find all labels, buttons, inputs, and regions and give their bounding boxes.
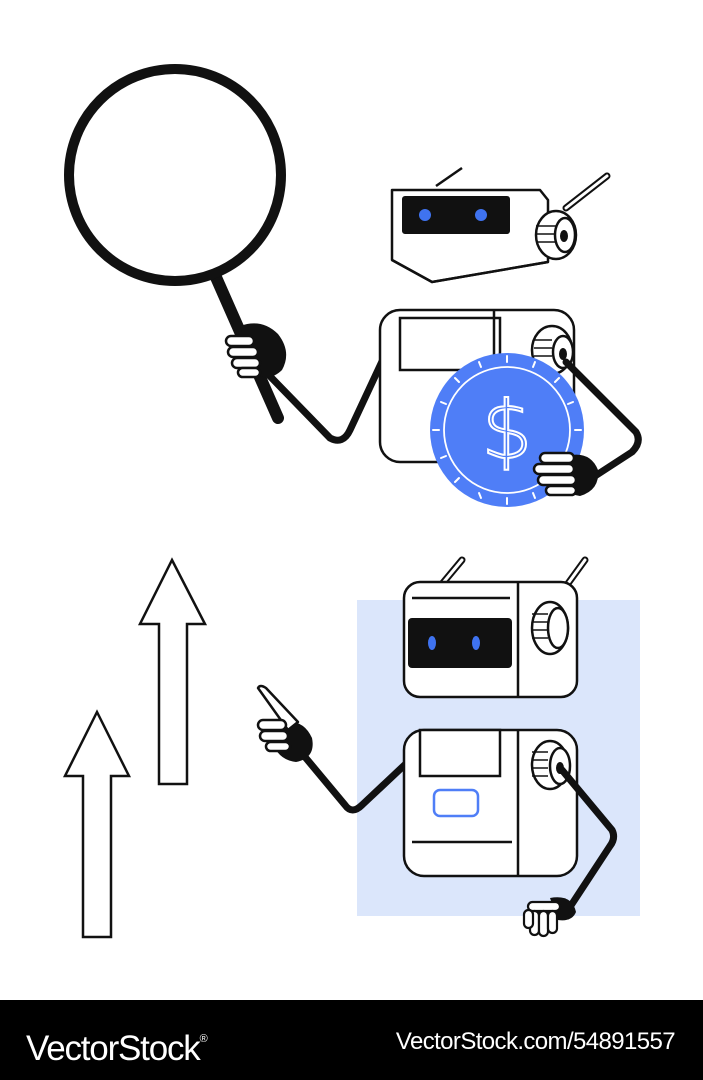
brand-name: VectorStock [26, 1029, 201, 1068]
coin-dollar-symbol: $ [482, 384, 533, 477]
brand-logo[interactable]: VectorStock® [26, 1019, 208, 1069]
robot1-right-hand [532, 451, 599, 497]
robot2-right-arm [558, 766, 618, 914]
up-arrow-icon [62, 709, 132, 939]
brand-registered-mark: ® [199, 1033, 208, 1045]
robot1-eye-left [419, 209, 431, 221]
top-scene: $ [64, 64, 642, 507]
robot2-pointing-hand [256, 684, 313, 762]
robot2-eye-left [428, 636, 436, 650]
bottom-scene [62, 556, 640, 939]
robot2-panel [432, 788, 480, 818]
footer-bar: VectorStock® VectorStock.com/54891557 [0, 1000, 703, 1080]
up-arrow-icon [137, 557, 208, 786]
robot1-left-arm [258, 351, 389, 444]
illustration: $ [62, 64, 642, 939]
robot1-left-hand [224, 323, 287, 379]
robot2-right-hand [522, 897, 576, 938]
robot2-left-arm [291, 741, 416, 814]
image-url-text: VectorStock.com/54891557 [395, 1028, 676, 1055]
robot2-eye-right [472, 636, 480, 650]
robot2-head [402, 556, 589, 699]
robot1-right-arm [562, 358, 642, 482]
robot1-eye-right [475, 209, 487, 221]
robot2-body [402, 728, 579, 878]
robot1-head [390, 166, 611, 284]
